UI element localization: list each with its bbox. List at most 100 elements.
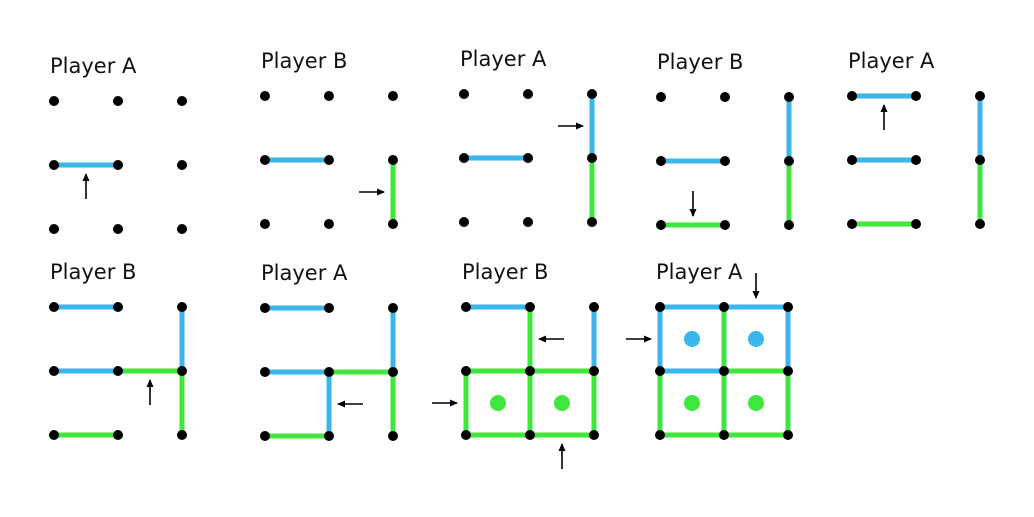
grid-dot <box>975 219 985 229</box>
panel-title: Player A <box>656 260 743 284</box>
grid-dot <box>720 156 730 166</box>
grid-dot <box>113 96 123 106</box>
grid-dot <box>523 89 533 99</box>
panel-4: Player B <box>656 50 794 230</box>
grid-dot <box>847 91 857 101</box>
grid-dot <box>113 366 123 376</box>
grid-dot <box>525 366 535 376</box>
grid-dot <box>459 153 469 163</box>
panel-2: Player B <box>260 49 398 229</box>
grid-dot <box>49 224 59 234</box>
panel-title: Player A <box>460 47 547 71</box>
grid-dot <box>324 219 334 229</box>
box-marker <box>748 395 764 411</box>
grid-dot <box>113 160 123 170</box>
grid-dot <box>260 367 270 377</box>
grid-dot <box>911 219 921 229</box>
grid-dot <box>783 302 793 312</box>
panel-title: Player B <box>50 260 136 284</box>
grid-dot <box>177 224 187 234</box>
panel-title: Player A <box>848 49 935 73</box>
grid-dot <box>113 430 123 440</box>
grid-dot <box>49 366 59 376</box>
grid-dot <box>783 430 793 440</box>
grid-dot <box>784 156 794 166</box>
grid-dot <box>260 431 270 441</box>
grid-dot <box>847 219 857 229</box>
box-marker <box>554 395 570 411</box>
grid-dot <box>461 366 471 376</box>
panel-5: Player A <box>847 49 985 229</box>
grid-dot <box>260 219 270 229</box>
grid-dot <box>975 91 985 101</box>
grid-dot <box>587 153 597 163</box>
grid-dot <box>655 302 665 312</box>
panel-title: Player A <box>50 54 137 78</box>
box-marker <box>684 331 700 347</box>
grid-dot <box>388 367 398 377</box>
grid-dot <box>113 302 123 312</box>
grid-dot <box>656 220 666 230</box>
grid-dot <box>49 430 59 440</box>
grid-dot <box>523 153 533 163</box>
grid-dot <box>719 302 729 312</box>
grid-dot <box>324 431 334 441</box>
panel-title: Player A <box>261 261 348 285</box>
grid-dot <box>459 217 469 227</box>
grid-dot <box>461 430 471 440</box>
grid-dot <box>177 96 187 106</box>
box-marker <box>748 331 764 347</box>
grid-dot <box>177 430 187 440</box>
grid-dot <box>388 303 398 313</box>
box-marker <box>684 395 700 411</box>
panel-3: Player A <box>459 47 597 227</box>
grid-dot <box>324 155 334 165</box>
grid-dot <box>388 155 398 165</box>
panel-title: Player B <box>261 49 347 73</box>
grid-dot <box>656 92 666 102</box>
grid-dot <box>719 366 729 376</box>
grid-dot <box>655 430 665 440</box>
grid-dot <box>388 91 398 101</box>
grid-dot <box>719 430 729 440</box>
grid-dot <box>784 92 794 102</box>
panel-title: Player B <box>657 50 743 74</box>
grid-dot <box>260 155 270 165</box>
grid-dot <box>589 366 599 376</box>
grid-dot <box>324 303 334 313</box>
grid-dot <box>784 220 794 230</box>
grid-dot <box>847 155 857 165</box>
grid-dot <box>525 302 535 312</box>
grid-dot <box>656 156 666 166</box>
grid-dot <box>589 430 599 440</box>
grid-dot <box>260 91 270 101</box>
panel-6: Player B <box>49 260 187 440</box>
grid-dot <box>461 302 471 312</box>
grid-dot <box>975 155 985 165</box>
box-marker <box>490 395 506 411</box>
grid-dot <box>177 366 187 376</box>
grid-dot <box>459 89 469 99</box>
grid-dot <box>49 96 59 106</box>
grid-dot <box>783 366 793 376</box>
grid-dot <box>587 89 597 99</box>
grid-dot <box>523 217 533 227</box>
grid-dot <box>177 302 187 312</box>
grid-dot <box>260 303 270 313</box>
panel-1: Player A <box>49 54 187 234</box>
grid-dot <box>49 160 59 170</box>
grid-dot <box>525 430 535 440</box>
grid-dot <box>911 91 921 101</box>
panel-7: Player A <box>260 261 398 441</box>
grid-dot <box>720 92 730 102</box>
grid-dot <box>324 367 334 377</box>
grid-dot <box>49 302 59 312</box>
grid-dot <box>720 220 730 230</box>
grid-dot <box>388 431 398 441</box>
panel-8: Player B <box>432 260 599 469</box>
grid-dot <box>655 366 665 376</box>
grid-dot <box>589 302 599 312</box>
grid-dot <box>177 160 187 170</box>
grid-dot <box>587 217 597 227</box>
